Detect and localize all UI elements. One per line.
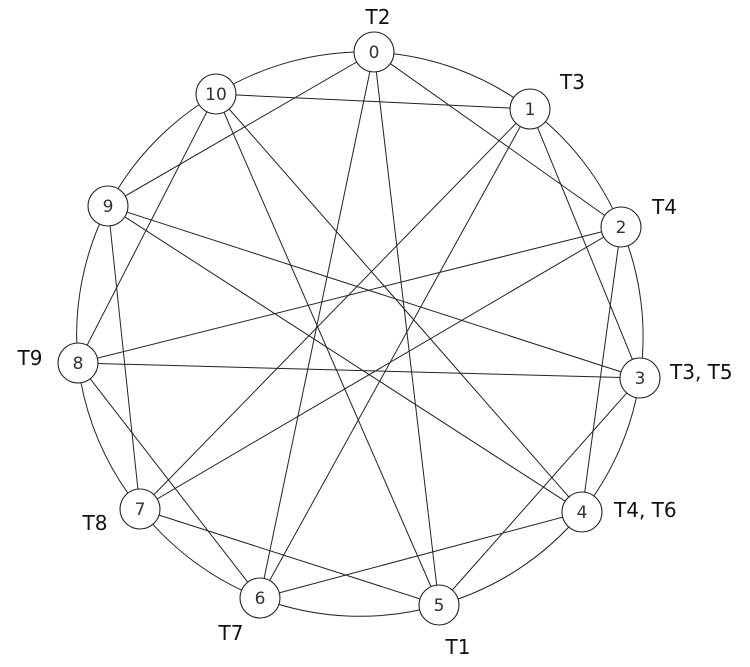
ring-edge-0-1 bbox=[373, 51, 531, 110]
edge-6-8 bbox=[77, 362, 261, 599]
node-label: 7 bbox=[135, 500, 146, 520]
node-circle bbox=[418, 584, 460, 626]
node-9: 9 bbox=[87, 185, 129, 227]
edge-5-7 bbox=[139, 508, 440, 606]
edge-3-9 bbox=[107, 205, 641, 379]
node-circle bbox=[239, 577, 281, 619]
tag-node-8: T9 bbox=[17, 346, 43, 370]
node-label: 10 bbox=[205, 85, 227, 105]
ring-edge-4-5 bbox=[438, 511, 583, 606]
edge-10-8 bbox=[77, 93, 217, 364]
tag-node-2: T4 bbox=[651, 195, 677, 219]
chord-edges bbox=[77, 51, 641, 606]
tag-node-0: T2 bbox=[365, 5, 391, 29]
node-label: 5 bbox=[434, 596, 445, 616]
annotation-labels: T2 T3 T4 T3, T5 T4, T6 T1 T7 T8 T9 bbox=[17, 5, 733, 659]
edge-2-7 bbox=[139, 226, 622, 510]
ring-edges bbox=[76, 51, 644, 617]
edge-2-4 bbox=[581, 226, 622, 513]
node-circle bbox=[87, 185, 129, 227]
edge-3-5 bbox=[438, 377, 641, 606]
tag-node-3: T3, T5 bbox=[669, 360, 733, 384]
edge-7-9 bbox=[107, 205, 141, 510]
node-circle bbox=[600, 206, 642, 248]
node-4: 4 bbox=[561, 491, 603, 533]
node-1: 1 bbox=[509, 88, 551, 130]
tag-node-4: T4, T6 bbox=[613, 498, 677, 522]
ring-edge-5-6 bbox=[259, 597, 440, 617]
nodes: 0 1 2 3 4 5 6 7 8 9 10 bbox=[57, 31, 661, 626]
ring-edge-8-9 bbox=[76, 205, 109, 364]
tag-node-6: T7 bbox=[218, 621, 244, 645]
edge-0-9 bbox=[107, 51, 375, 207]
node-circle bbox=[195, 73, 237, 115]
node-label: 3 bbox=[635, 369, 646, 389]
node-label: 4 bbox=[577, 503, 588, 523]
ring-edge-1-2 bbox=[529, 108, 622, 228]
node-10: 10 bbox=[195, 73, 237, 115]
node-circle bbox=[619, 357, 661, 399]
node-8: 8 bbox=[57, 342, 99, 384]
node-2: 2 bbox=[600, 206, 642, 248]
edge-1-7 bbox=[139, 108, 531, 510]
node-circle bbox=[509, 88, 551, 130]
node-label: 2 bbox=[616, 218, 627, 238]
node-3: 3 bbox=[619, 357, 661, 399]
node-label: 6 bbox=[255, 589, 266, 609]
edge-3-8 bbox=[77, 362, 641, 379]
node-5: 5 bbox=[418, 584, 460, 626]
node-circle bbox=[561, 491, 603, 533]
ring-edge-2-3 bbox=[620, 226, 644, 379]
node-label: 0 bbox=[369, 43, 380, 63]
ring-edge-6-7 bbox=[139, 508, 261, 599]
node-6: 6 bbox=[239, 577, 281, 619]
tag-node-7: T8 bbox=[82, 511, 108, 535]
node-7: 7 bbox=[119, 488, 161, 530]
edge-10-4 bbox=[215, 93, 583, 513]
edge-4-6 bbox=[259, 511, 583, 599]
node-label: 1 bbox=[525, 100, 536, 120]
node-circle bbox=[119, 488, 161, 530]
edge-2-8 bbox=[77, 226, 622, 364]
ring-edge-10-0 bbox=[215, 51, 375, 95]
node-circle bbox=[57, 342, 99, 384]
node-label: 9 bbox=[103, 197, 114, 217]
node-label: 8 bbox=[73, 354, 84, 374]
edge-1-3 bbox=[529, 108, 641, 379]
edge-1-6 bbox=[259, 108, 531, 599]
edge-10-5 bbox=[215, 93, 440, 606]
node-0: 0 bbox=[353, 31, 395, 73]
edge-0-5 bbox=[373, 51, 440, 606]
tag-node-5: T1 bbox=[445, 635, 471, 659]
tag-node-1: T3 bbox=[559, 70, 585, 94]
ring-edge-9-10 bbox=[107, 93, 217, 207]
node-circle bbox=[353, 31, 395, 73]
edge-0-2 bbox=[373, 51, 622, 228]
edge-10-1 bbox=[215, 93, 531, 110]
ring-edge-7-8 bbox=[77, 362, 141, 510]
edge-4-9 bbox=[107, 205, 583, 513]
